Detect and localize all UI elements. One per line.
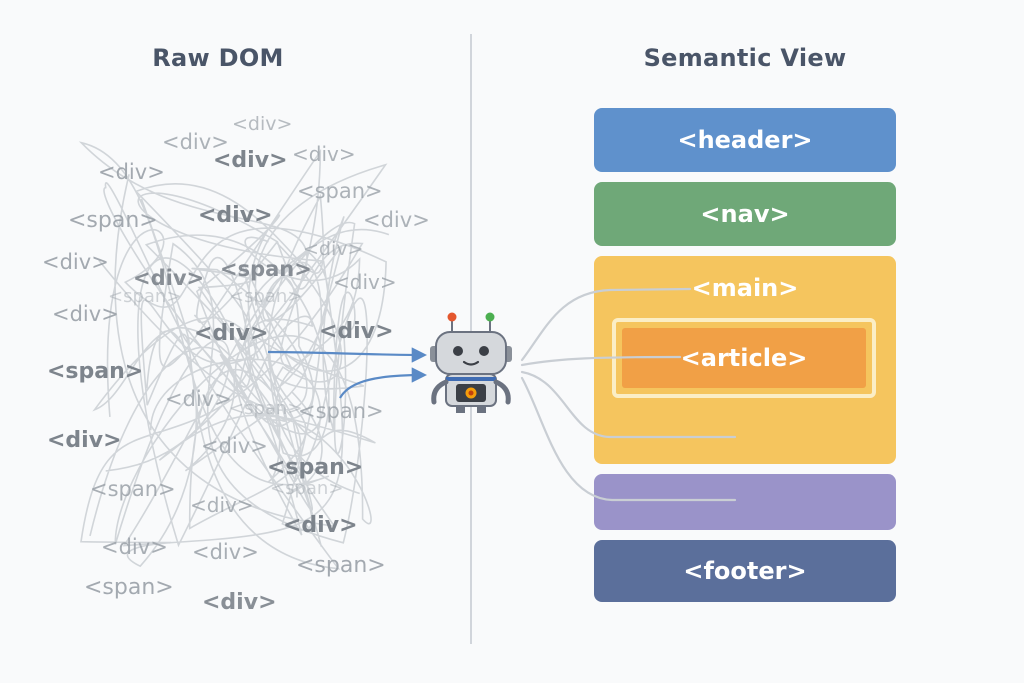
raw-tag: <span> — [90, 477, 176, 501]
raw-tag: <div> — [52, 302, 119, 326]
nav-block: <nav> — [594, 182, 896, 246]
semantic-view-title: Semantic View — [643, 44, 847, 72]
raw-tag: <div> — [363, 208, 430, 232]
raw-tag: <span> — [84, 575, 174, 600]
raw-tag: <div> — [303, 238, 364, 260]
raw-tag: <div> — [198, 203, 273, 228]
tangled-dom-scribble — [78, 141, 390, 570]
raw-tag: <div> — [47, 428, 122, 453]
raw-tag: <div> — [162, 130, 229, 154]
raw-dom-title: Raw DOM — [152, 44, 284, 72]
raw-tag: <span> — [229, 398, 303, 419]
aside-block — [594, 474, 896, 530]
raw-tag: <div> — [133, 266, 205, 290]
raw-tag: <div> — [333, 270, 397, 294]
raw-tag: <div> — [190, 493, 254, 517]
main-block-label: <main> — [691, 274, 799, 302]
raw-tag: <div> — [101, 535, 168, 559]
raw-tag: <span> — [297, 179, 383, 203]
article-block-frame: <article> — [612, 318, 876, 398]
raw-tag: <div> — [202, 590, 277, 615]
raw-tag: <div> — [201, 434, 268, 458]
raw-tag: <div> — [42, 250, 109, 274]
raw-tag: <span> — [267, 455, 364, 480]
raw-tag: <div> — [232, 113, 293, 135]
raw-tag: <span> — [229, 286, 303, 307]
raw-tag: <div> — [292, 142, 356, 166]
raw-tag: <div> — [192, 540, 259, 564]
raw-tag: <div> — [98, 160, 165, 184]
raw-tag: <div> — [213, 148, 288, 173]
raw-tag: <span> — [220, 257, 312, 281]
raw-tag: <span> — [47, 359, 144, 384]
scribble-path — [78, 141, 390, 570]
raw-tag: <div> — [194, 321, 269, 346]
raw-tag: <span> — [68, 208, 158, 233]
robot-icon — [430, 312, 512, 413]
raw-tag: <span> — [270, 478, 344, 499]
raw-tag: <span> — [296, 553, 386, 578]
header-block: <header> — [594, 108, 896, 172]
article-block: <article> — [622, 328, 866, 388]
raw-tag: <div> — [283, 513, 358, 538]
main-block: <main> <article> — [594, 256, 896, 464]
footer-block: <footer> — [594, 540, 896, 602]
raw-tag: <span> — [108, 286, 182, 307]
raw-tag: <span> — [298, 399, 384, 423]
raw-tag: <div> — [319, 319, 394, 344]
raw-tag: <div> — [165, 387, 232, 411]
